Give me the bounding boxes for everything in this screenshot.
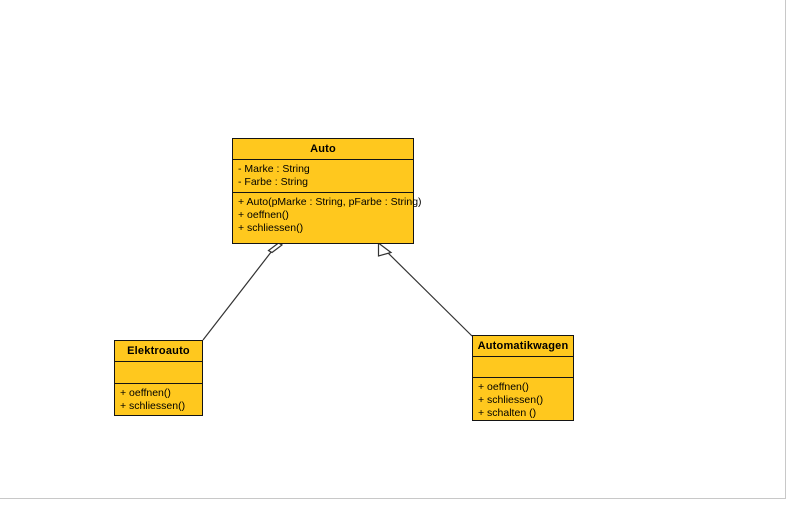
operation-item: + oeffnen() — [238, 209, 289, 221]
class-name-elektroauto: Elektroauto — [115, 341, 202, 362]
hollow-triangle-arrowhead-right — [377, 241, 393, 257]
generalization-automatikwagen-auto[interactable] — [377, 241, 473, 337]
operation-item: + oeffnen() — [478, 381, 529, 393]
uml-class-auto[interactable]: Auto - Marke : String - Farbe : String +… — [232, 138, 422, 244]
uml-class-automatikwagen[interactable]: Automatikwagen + oeffnen() + schliessen(… — [472, 335, 574, 421]
page-edge-right — [785, 0, 786, 499]
class-name-auto: Auto — [233, 139, 413, 160]
operation-item: + schliessen() — [120, 400, 186, 412]
uml-class-elektroauto[interactable]: Elektroauto + oeffnen() + schliessen() — [114, 340, 203, 416]
operations-compartment-elektroauto: + oeffnen() + schliessen() — [115, 384, 202, 415]
page-edge-bottom — [0, 498, 786, 499]
operation-item: + schalten () — [478, 407, 537, 419]
attributes-compartment-automatikwagen — [473, 357, 573, 378]
operation-item: + Auto(pMarke : String, pFarbe : String) — [238, 196, 422, 208]
attributes-compartment-auto: - Marke : String - Farbe : String — [233, 160, 413, 193]
generalization-elektroauto-auto[interactable] — [202, 242, 284, 341]
attributes-compartment-elektroauto — [115, 362, 202, 384]
hollow-triangle-arrowhead-left — [267, 242, 284, 254]
attribute-item: - Farbe : String — [238, 176, 309, 188]
operations-compartment-automatikwagen: + oeffnen() + schliessen() + schalten () — [473, 378, 573, 420]
attribute-item: - Marke : String — [238, 163, 310, 175]
operation-item: + oeffnen() — [120, 387, 171, 399]
operations-compartment-auto: + Auto(pMarke : String, pFarbe : String)… — [233, 193, 422, 243]
class-name-automatikwagen: Automatikwagen — [473, 336, 573, 357]
operation-item: + schliessen() — [478, 394, 544, 406]
operation-item: + schliessen() — [238, 222, 304, 234]
